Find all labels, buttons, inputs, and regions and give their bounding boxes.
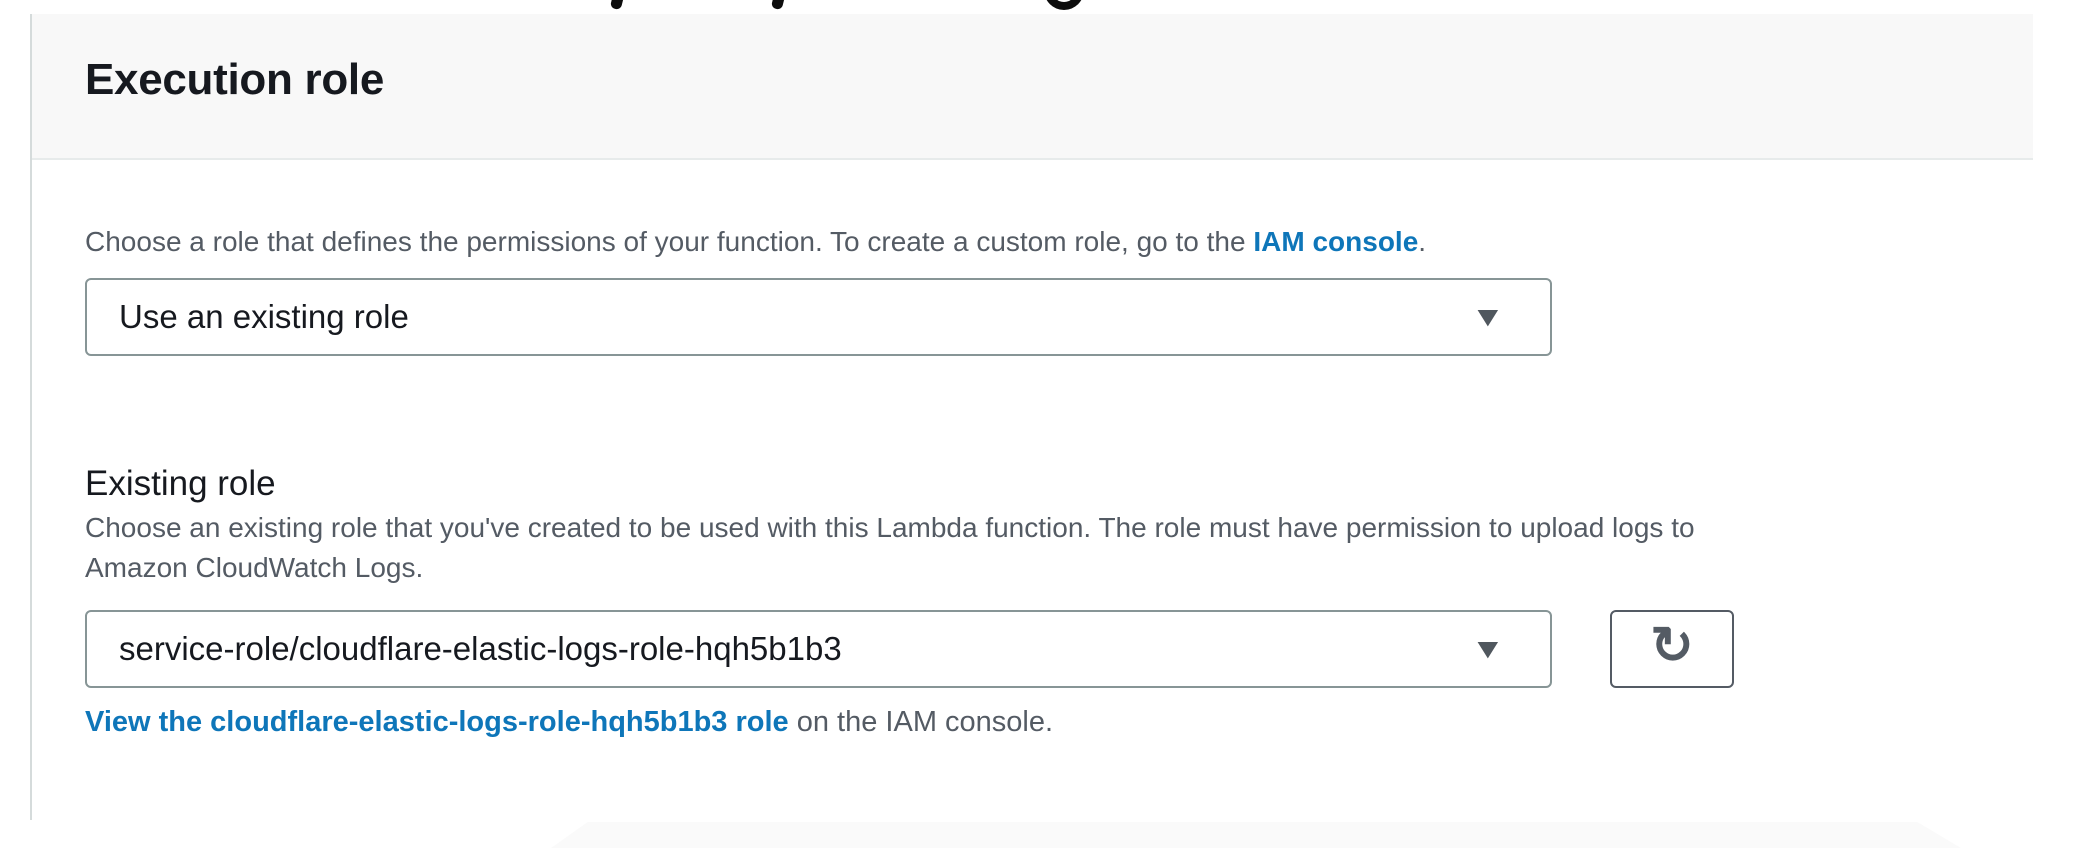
view-role-suffix: on the IAM console. (788, 706, 1054, 738)
view-role-link[interactable]: View the cloudflare-elastic-logs-role-hq… (85, 706, 789, 738)
view-role-line: View the cloudflare-elastic-logs-role-hq… (85, 706, 1053, 739)
existing-role-label: Existing role (85, 464, 276, 503)
role-type-select-value: Use an existing role (119, 298, 409, 335)
existing-role-description-line2: Amazon CloudWatch Logs. (85, 552, 424, 583)
intro-text-before: Choose a role that defines the permissio… (85, 226, 1254, 257)
clipped-text-fragment (770, 0, 785, 11)
existing-role-description-line1: Choose an existing role that you've crea… (85, 512, 1695, 543)
refresh-icon: ↻ (1650, 617, 1694, 675)
section-title: Execution role (85, 55, 384, 104)
clipped-text-fragment (1044, 0, 1084, 10)
existing-role-select[interactable]: service-role/cloudflare-elastic-logs-rol… (85, 610, 1552, 688)
role-type-select[interactable]: Use an existing role ▼ (85, 278, 1552, 356)
refresh-roles-button[interactable]: ↻ (1610, 610, 1734, 688)
chevron-down-icon: ▼ (1470, 301, 1506, 332)
intro-text-after: . (1418, 226, 1427, 257)
clipped-text-fragment (609, 0, 624, 11)
chevron-down-icon: ▼ (1470, 633, 1506, 664)
execution-role-section-header: Execution role (32, 14, 2033, 160)
existing-role-description: Choose an existing role that you've crea… (85, 508, 1695, 588)
intro-text: Choose a role that defines the permissio… (85, 226, 1426, 258)
iam-console-link[interactable]: IAM console (1253, 226, 1419, 257)
card-left-border (30, 14, 32, 820)
existing-role-select-value: service-role/cloudflare-elastic-logs-rol… (119, 630, 842, 667)
next-section-top-edge (551, 822, 1961, 848)
